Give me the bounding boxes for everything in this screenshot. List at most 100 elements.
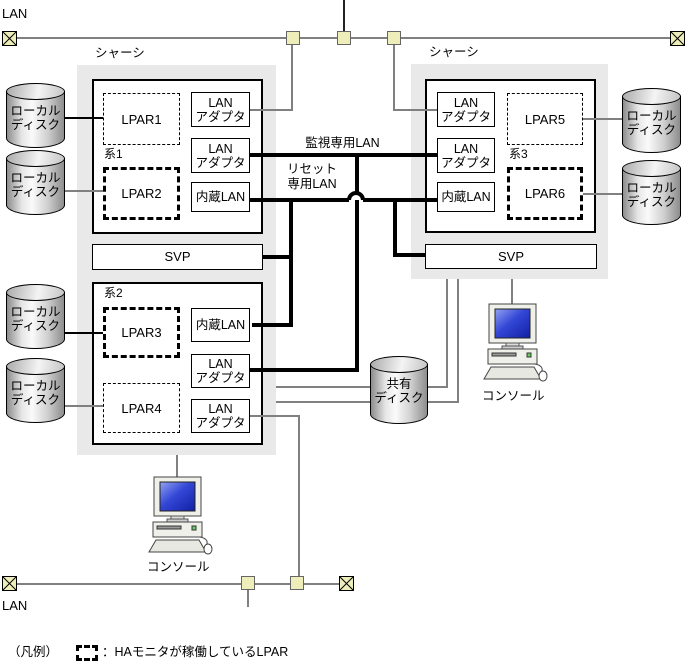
lan-top-label: LAN — [2, 6, 28, 21]
lpar1-label: LPAR1 — [121, 111, 162, 127]
bottom-lan-stub-line — [247, 590, 249, 607]
disk3-link-line — [63, 332, 103, 334]
monitor-lan-to-sys2-adapter — [250, 368, 357, 372]
internal-lan-label: 内蔵LAN — [195, 190, 246, 204]
shared-disk-icon: 共有ディスク — [370, 356, 428, 424]
svp-label: SVP — [497, 248, 524, 264]
reset-lan-branch-left-v — [289, 200, 293, 327]
lan-drop-right-h — [393, 109, 437, 111]
disk6-link-line — [583, 193, 623, 195]
console-right-label: コンソール — [482, 389, 545, 403]
lan-adapter-label-1: LAN — [208, 95, 233, 110]
lpar4-box: LPAR4 — [103, 383, 180, 433]
lpar4-label: LPAR4 — [121, 400, 162, 416]
lan-adapter-box: LAN アダプタ — [191, 92, 250, 127]
lan-adapter-label-1: LAN — [453, 141, 479, 156]
local-disk-icon: ローカルディスク — [622, 160, 681, 225]
lan-adapter-label-1: LAN — [208, 357, 233, 371]
lpar1-box: LPAR1 — [103, 93, 180, 145]
lan-terminator-icon — [670, 31, 685, 46]
disk1-link-line — [63, 117, 103, 119]
system2-label: 系2 — [104, 286, 123, 300]
svp-right-box: SVP — [425, 244, 597, 269]
internal-lan-box: 内蔵LAN — [437, 182, 495, 212]
lpar3-label: LPAR3 — [121, 325, 162, 340]
lan-adapter-label-1: LAN — [453, 95, 479, 110]
local-disk-label: ローカル — [626, 109, 677, 123]
lan-adapter-box: LAN アダプタ — [191, 138, 250, 173]
console-left-link — [176, 455, 178, 478]
bottom-lan-bus-line — [10, 583, 345, 585]
chassis-left-label: シャーシ — [95, 46, 145, 60]
local-disk-label: ローカル — [626, 181, 677, 195]
lpar5-box: LPAR5 — [507, 93, 583, 145]
local-disk-icon: ローカルディスク — [6, 284, 65, 349]
reset-lan-to-svp-left — [263, 255, 293, 259]
disk2-link-line — [63, 190, 103, 192]
lan-tap-node — [286, 31, 300, 45]
lan-adapter-label-2: アダプタ — [440, 155, 491, 170]
monitor-lan-label: 監視専用LAN — [305, 136, 380, 150]
lpar6-label: LPAR6 — [524, 186, 566, 201]
local-disk-icon: ローカルディスク — [622, 88, 681, 153]
shared-bus-a-h — [276, 386, 448, 388]
lan-adapter-label-1: LAN — [208, 141, 233, 156]
shared-bus-a-v — [446, 279, 448, 388]
lan-adapter-box: LAN アダプタ — [437, 138, 495, 173]
legend-prefix: （凡例） — [8, 645, 59, 659]
lan-adapter-label-2: アダプタ — [195, 416, 246, 430]
legend-text: ：HAモニタが稼働しているLPAR — [102, 645, 289, 659]
reset-lan-label: リセット 専用LAN — [286, 162, 337, 191]
lan-adapter-box: LAN アダプタ — [191, 399, 250, 433]
reset-lan-line-left — [250, 198, 349, 202]
lan-adapter-box: LAN アダプタ — [437, 92, 495, 127]
line-hop-icon — [347, 191, 365, 201]
lan-terminator-icon — [2, 576, 17, 591]
sys2-adapter2-out-h — [250, 415, 300, 417]
lpar2-box: LPAR2 — [103, 167, 180, 220]
lan-adapter-label-2: アダプタ — [195, 371, 246, 385]
internal-lan-box: 内蔵LAN — [191, 308, 250, 342]
lan-adapter-label-2: アダプタ — [440, 109, 491, 124]
lan-terminator-icon — [2, 31, 17, 46]
lpar2-label: LPAR2 — [121, 186, 162, 201]
top-lan-stub-line — [343, 0, 345, 32]
legend-ha-lpar-box — [76, 645, 98, 661]
local-disk-icon: ローカルディスク — [6, 150, 65, 215]
reset-lan-line-right — [363, 198, 437, 202]
reset-lan-branch-right-v — [393, 200, 397, 257]
system3-label: 系3 — [509, 147, 528, 161]
reset-lan-to-sys2-internal — [252, 323, 293, 327]
svp-left-box: SVP — [92, 244, 263, 270]
local-disk-icon: ローカルディスク — [6, 83, 65, 148]
console-left-label: コンソール — [147, 560, 210, 574]
internal-lan-box: 内蔵LAN — [191, 182, 250, 212]
monitor-lan-line — [250, 153, 437, 157]
lpar3-box: LPAR3 — [103, 307, 180, 358]
lan-adapter-label-2: アダプタ — [195, 109, 246, 124]
shared-bus-b-h — [276, 401, 459, 403]
lan-drop-right-v — [393, 45, 395, 110]
lan-tap-node — [290, 576, 304, 590]
lan-adapter-label-2: アダプタ — [195, 155, 246, 170]
local-disk-icon: ローカルディスク — [6, 358, 65, 423]
local-disk-label: ローカル — [10, 305, 61, 319]
lan-drop-left-v — [291, 45, 293, 110]
lan-tap-node — [387, 31, 401, 45]
internal-lan-label: 内蔵LAN — [195, 318, 246, 332]
internal-lan-label: 内蔵LAN — [441, 190, 491, 204]
disk4-link-line — [63, 405, 103, 407]
reset-lan-to-svp-right — [395, 253, 425, 257]
disk5-link-line — [583, 118, 623, 120]
lan-adapter-label-1: LAN — [208, 402, 233, 416]
console-right-link — [511, 279, 513, 306]
console-left-icon — [142, 476, 214, 565]
lpar6-box: LPAR6 — [507, 167, 583, 220]
system1-label: 系1 — [104, 147, 123, 161]
sys2-adapter2-out-v — [298, 415, 300, 577]
lan-drop-left-h — [250, 109, 293, 111]
local-disk-label: ローカル — [10, 379, 61, 393]
local-disk-label: ローカル — [10, 171, 61, 185]
svp-label: SVP — [164, 249, 191, 264]
lan-adapter-box: LAN アダプタ — [191, 354, 250, 388]
